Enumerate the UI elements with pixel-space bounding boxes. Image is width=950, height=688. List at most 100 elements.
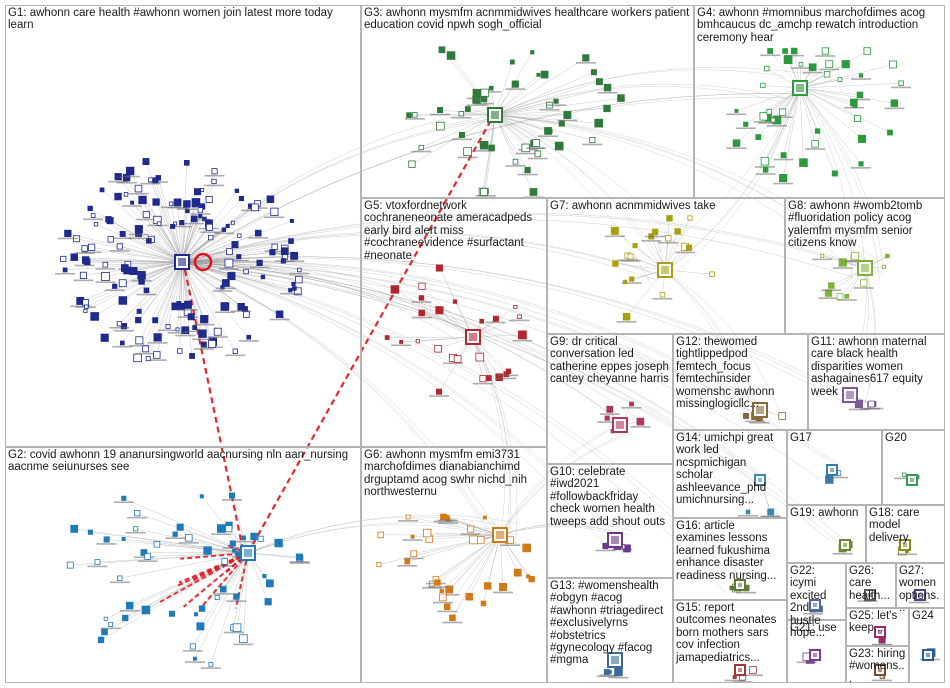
node-g1	[213, 327, 222, 336]
node-g4	[887, 129, 893, 136]
node-g1	[237, 233, 242, 238]
node-caption-mark	[512, 339, 533, 342]
node-caption-mark	[128, 237, 149, 240]
node-caption-mark	[443, 362, 464, 365]
edge-g4	[799, 64, 894, 89]
node-caption-mark	[884, 107, 905, 110]
node-caption-mark	[135, 352, 156, 355]
node-caption-mark	[112, 237, 133, 240]
hub-avatar	[491, 111, 499, 119]
node-g3	[540, 70, 549, 79]
node-caption-mark	[214, 311, 235, 314]
node-g1	[62, 267, 68, 273]
node-g6	[465, 592, 473, 601]
node-caption-mark	[231, 310, 252, 313]
node-g9	[606, 405, 614, 413]
node-g1	[243, 268, 249, 275]
node-caption-mark	[832, 267, 853, 269]
node-g8	[828, 282, 835, 289]
node-g3	[511, 80, 519, 88]
node-caption-mark	[485, 321, 506, 324]
node-g1	[136, 308, 142, 314]
node-g1	[145, 356, 151, 362]
node-g2	[134, 510, 141, 517]
highlight-ring	[193, 252, 213, 272]
node-g2	[295, 553, 303, 561]
node-caption-mark	[526, 147, 547, 150]
node-caption-mark	[815, 55, 836, 57]
inter-group-edge	[181, 214, 879, 272]
node-g4	[898, 80, 904, 87]
node-g2	[194, 612, 199, 617]
node-g16	[729, 585, 735, 591]
edge-g4	[799, 83, 902, 89]
node-g20	[902, 472, 907, 478]
node-g2	[168, 610, 175, 617]
group-label-g1: G1: awhonn care health #awhonn women joi…	[8, 7, 336, 32]
node-g9	[604, 415, 610, 421]
node-caption-mark	[289, 272, 310, 275]
node-caption-mark	[402, 539, 423, 541]
hub-avatar	[738, 583, 742, 587]
node-g6	[449, 614, 456, 622]
node-caption-mark	[214, 565, 235, 567]
edge-g1	[167, 261, 183, 327]
inter-group-edge	[664, 269, 780, 410]
node-caption-mark	[517, 173, 538, 176]
group-label-g13: G13: #womenshealth #obgyn #acog #awhonn …	[550, 580, 667, 667]
node-caption-mark	[108, 180, 129, 183]
node-caption-mark	[802, 71, 823, 74]
group-label-g26: G26: care health...	[849, 565, 890, 602]
edge-g4	[782, 87, 801, 179]
node-g1	[200, 188, 205, 192]
node-caption-mark	[158, 329, 179, 332]
node-g3	[464, 106, 471, 112]
inter-group-edge	[494, 114, 675, 281]
node-g1	[207, 234, 214, 241]
node-g3	[617, 94, 625, 102]
node-g1	[118, 296, 128, 305]
node-caption-mark	[207, 336, 228, 338]
node-caption-mark	[546, 104, 567, 106]
node-g5	[390, 285, 400, 294]
inter-group-edge	[494, 114, 859, 258]
node-caption-mark	[167, 332, 188, 334]
edge-g4	[783, 87, 801, 156]
node-caption-mark	[398, 519, 419, 522]
inter-group-edge	[181, 93, 809, 263]
node-g5	[435, 306, 444, 315]
node-caption-mark	[853, 287, 874, 289]
node-g1	[130, 200, 135, 205]
edge-g3	[494, 87, 608, 116]
node-g2	[264, 598, 272, 606]
node-g7	[622, 312, 631, 321]
node-g2	[208, 661, 214, 667]
node-g2	[257, 535, 264, 542]
node-g3	[512, 158, 519, 165]
node-g3	[594, 118, 604, 128]
inter-group-edge	[499, 525, 630, 536]
edge-g1	[155, 180, 183, 263]
node-g3	[446, 51, 456, 60]
node-g6	[469, 535, 478, 545]
edge-g3	[494, 108, 608, 116]
edge-g1	[150, 179, 183, 263]
hub-avatar	[813, 603, 817, 607]
node-caption-mark	[411, 301, 432, 303]
node-g1	[102, 261, 109, 268]
edge-g4	[799, 87, 816, 144]
node-g1	[230, 220, 235, 225]
edge-g4	[799, 87, 891, 133]
edge-g4	[799, 87, 862, 165]
node-caption-mark	[95, 281, 116, 284]
node-caption-mark	[87, 565, 108, 568]
node-g3	[530, 50, 535, 55]
node-g2	[87, 529, 93, 535]
hub-avatar	[878, 630, 882, 634]
inter-group-edge	[472, 336, 518, 545]
node-caption-mark	[128, 192, 149, 195]
group-label-g10: G10: celebrate #iwd2021 #followbackfrida…	[550, 466, 666, 528]
node-g7	[632, 243, 638, 249]
node-g1	[118, 279, 127, 288]
